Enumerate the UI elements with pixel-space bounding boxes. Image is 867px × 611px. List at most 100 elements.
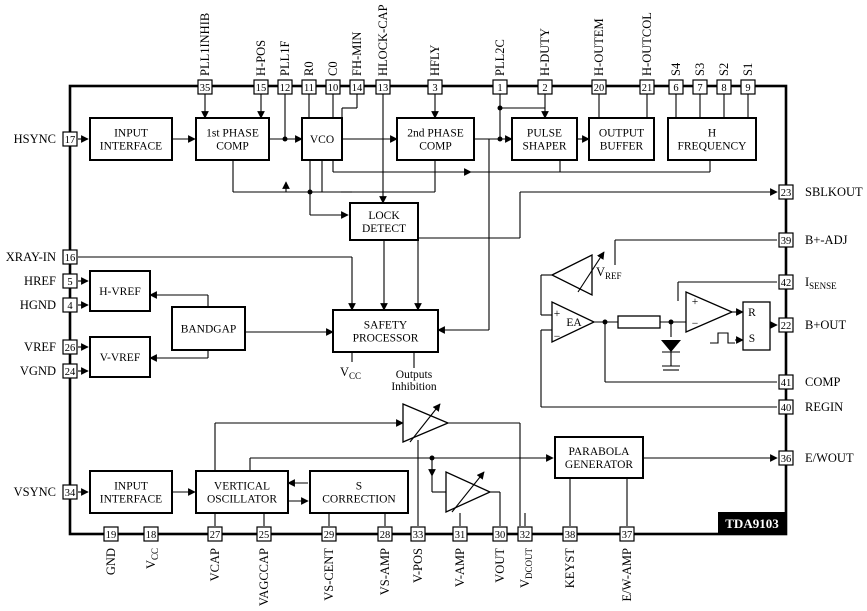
pin-7-name: S3 bbox=[693, 63, 707, 76]
s-correction-block-label-0: S bbox=[356, 481, 362, 493]
pin-27-box bbox=[207, 526, 223, 542]
vref-amp-label: VREF bbox=[596, 265, 622, 281]
pin-35-number: 35 bbox=[200, 83, 211, 94]
h-frequency-block-label-0: H bbox=[708, 128, 716, 140]
pin-18-name: VCC bbox=[144, 548, 160, 569]
pin-25-box bbox=[256, 526, 272, 542]
pin-19-box bbox=[103, 526, 119, 542]
pin-16-name: XRAY-IN bbox=[6, 250, 56, 264]
pin-23-box bbox=[778, 184, 794, 200]
pin-4-number: 4 bbox=[67, 301, 73, 312]
pin-31-name: V-AMP bbox=[453, 548, 467, 587]
pin-33-number: 33 bbox=[413, 530, 424, 541]
comparator bbox=[685, 291, 734, 333]
input-interface-h-block bbox=[89, 117, 173, 161]
outputs-inhibition-label-0: Outputs bbox=[396, 369, 433, 381]
pin-17-number: 17 bbox=[65, 135, 76, 146]
pin-27-number: 27 bbox=[210, 530, 221, 541]
pin-11-box bbox=[301, 79, 317, 95]
pin-8-number: 8 bbox=[721, 83, 726, 94]
pin-13-name: HLOCK-CAP bbox=[376, 4, 390, 76]
comp-plus: + bbox=[692, 296, 699, 308]
pin-6-number: 6 bbox=[673, 83, 678, 94]
pin-38-number: 38 bbox=[565, 530, 576, 541]
vref-amplifier bbox=[550, 253, 593, 297]
pin-22-number: 22 bbox=[781, 321, 792, 332]
pin-36-box bbox=[778, 450, 794, 466]
pin-41-box bbox=[778, 374, 794, 390]
pin-8-box bbox=[716, 79, 732, 95]
pin-24-box bbox=[62, 363, 78, 379]
pin-33-name: V-POS bbox=[411, 548, 425, 583]
pin-34-name: VSYNC bbox=[14, 485, 56, 499]
pin-2-box bbox=[537, 79, 553, 95]
pin-42-name: ISENSE bbox=[805, 275, 837, 291]
pin-42-box bbox=[778, 274, 794, 290]
safety-processor-block bbox=[332, 309, 439, 353]
pin-5-name: HREF bbox=[24, 274, 56, 288]
phase-comp-2-block-label-1: COMP bbox=[419, 141, 452, 153]
pin-15-box bbox=[253, 79, 269, 95]
pin-33-box bbox=[410, 526, 426, 542]
safety-processor-block-label-1: PROCESSOR bbox=[353, 333, 419, 345]
pin-21-number: 21 bbox=[642, 83, 653, 94]
pin-9-box bbox=[740, 79, 756, 95]
bandgap-block-label-0: BANDGAP bbox=[181, 324, 237, 336]
s-correction-block-label-1: CORRECTION bbox=[322, 494, 396, 506]
pin-30-box bbox=[492, 526, 508, 542]
pin-37-box bbox=[619, 526, 635, 542]
pin-32-box bbox=[517, 526, 533, 542]
chip-name: TDA9103 bbox=[725, 516, 779, 531]
vertical-oscillator-block-label-0: VERTICAL bbox=[214, 481, 270, 493]
safety-processor-block-label-0: SAFETY bbox=[364, 320, 408, 332]
pin-24-number: 24 bbox=[65, 367, 76, 378]
pin-1-name: PLL2C bbox=[493, 39, 507, 76]
pin-28-number: 28 bbox=[380, 530, 391, 541]
pin-28-name: VS-AMP bbox=[378, 548, 392, 595]
resistor bbox=[617, 315, 661, 329]
pin-29-name: VS-CENT bbox=[322, 548, 336, 601]
vco-block-label-0: VCO bbox=[310, 134, 334, 146]
pin-2-name: H-DUTY bbox=[538, 28, 552, 76]
outputs-inhibition-label-1: Inhibition bbox=[391, 381, 437, 393]
pin-14-name: FH-MIN bbox=[350, 32, 364, 76]
pin-7-box bbox=[692, 79, 708, 95]
pin-17-box bbox=[62, 131, 78, 147]
pin-39-box bbox=[778, 232, 794, 248]
pin-29-box bbox=[321, 526, 337, 542]
pin-37-name: E/W-AMP bbox=[620, 548, 634, 602]
s-correction-block bbox=[309, 470, 409, 514]
pin-19-number: 19 bbox=[106, 530, 117, 541]
ea-minus: − bbox=[554, 331, 561, 343]
pin-7-number: 7 bbox=[697, 83, 702, 94]
pin-29-number: 29 bbox=[324, 530, 335, 541]
output-buffer-block-label-1: BUFFER bbox=[600, 141, 644, 153]
pin-20-box bbox=[591, 79, 607, 95]
pin-11-number: 11 bbox=[304, 83, 314, 94]
pin-15-number: 15 bbox=[256, 83, 267, 94]
ea-plus: + bbox=[554, 308, 561, 320]
pin-3-number: 3 bbox=[432, 83, 437, 94]
pin-23-name: SBLKOUT bbox=[805, 185, 863, 199]
vertical-oscillator-block bbox=[195, 470, 289, 514]
phase-comp-2-block-label-0: 2nd PHASE bbox=[407, 128, 464, 140]
pin-15-name: H-POS bbox=[254, 40, 268, 76]
ff-s: S bbox=[749, 333, 755, 345]
pin-24-name: VGND bbox=[20, 364, 56, 378]
h-vref-block bbox=[89, 270, 151, 312]
pin-9-name: S1 bbox=[741, 63, 755, 76]
pin-38-name: KEYST bbox=[563, 548, 577, 589]
pin-12-name: PLL1F bbox=[278, 41, 292, 76]
pin-10-name: C0 bbox=[326, 61, 340, 76]
v-vref-block bbox=[89, 336, 151, 378]
pin-10-box bbox=[325, 79, 341, 95]
pin-19-name: GND bbox=[104, 548, 118, 575]
input-interface-v-block-label-1: INTERFACE bbox=[100, 494, 162, 506]
pin-18-number: 18 bbox=[146, 530, 157, 541]
pin-36-number: 36 bbox=[781, 454, 792, 465]
pin-36-name: E/WOUT bbox=[805, 451, 854, 465]
pin-13-number: 13 bbox=[378, 83, 389, 94]
vcc-label: VCC bbox=[340, 365, 361, 381]
pin-31-number: 31 bbox=[455, 530, 466, 541]
h-frequency-block bbox=[667, 117, 757, 161]
